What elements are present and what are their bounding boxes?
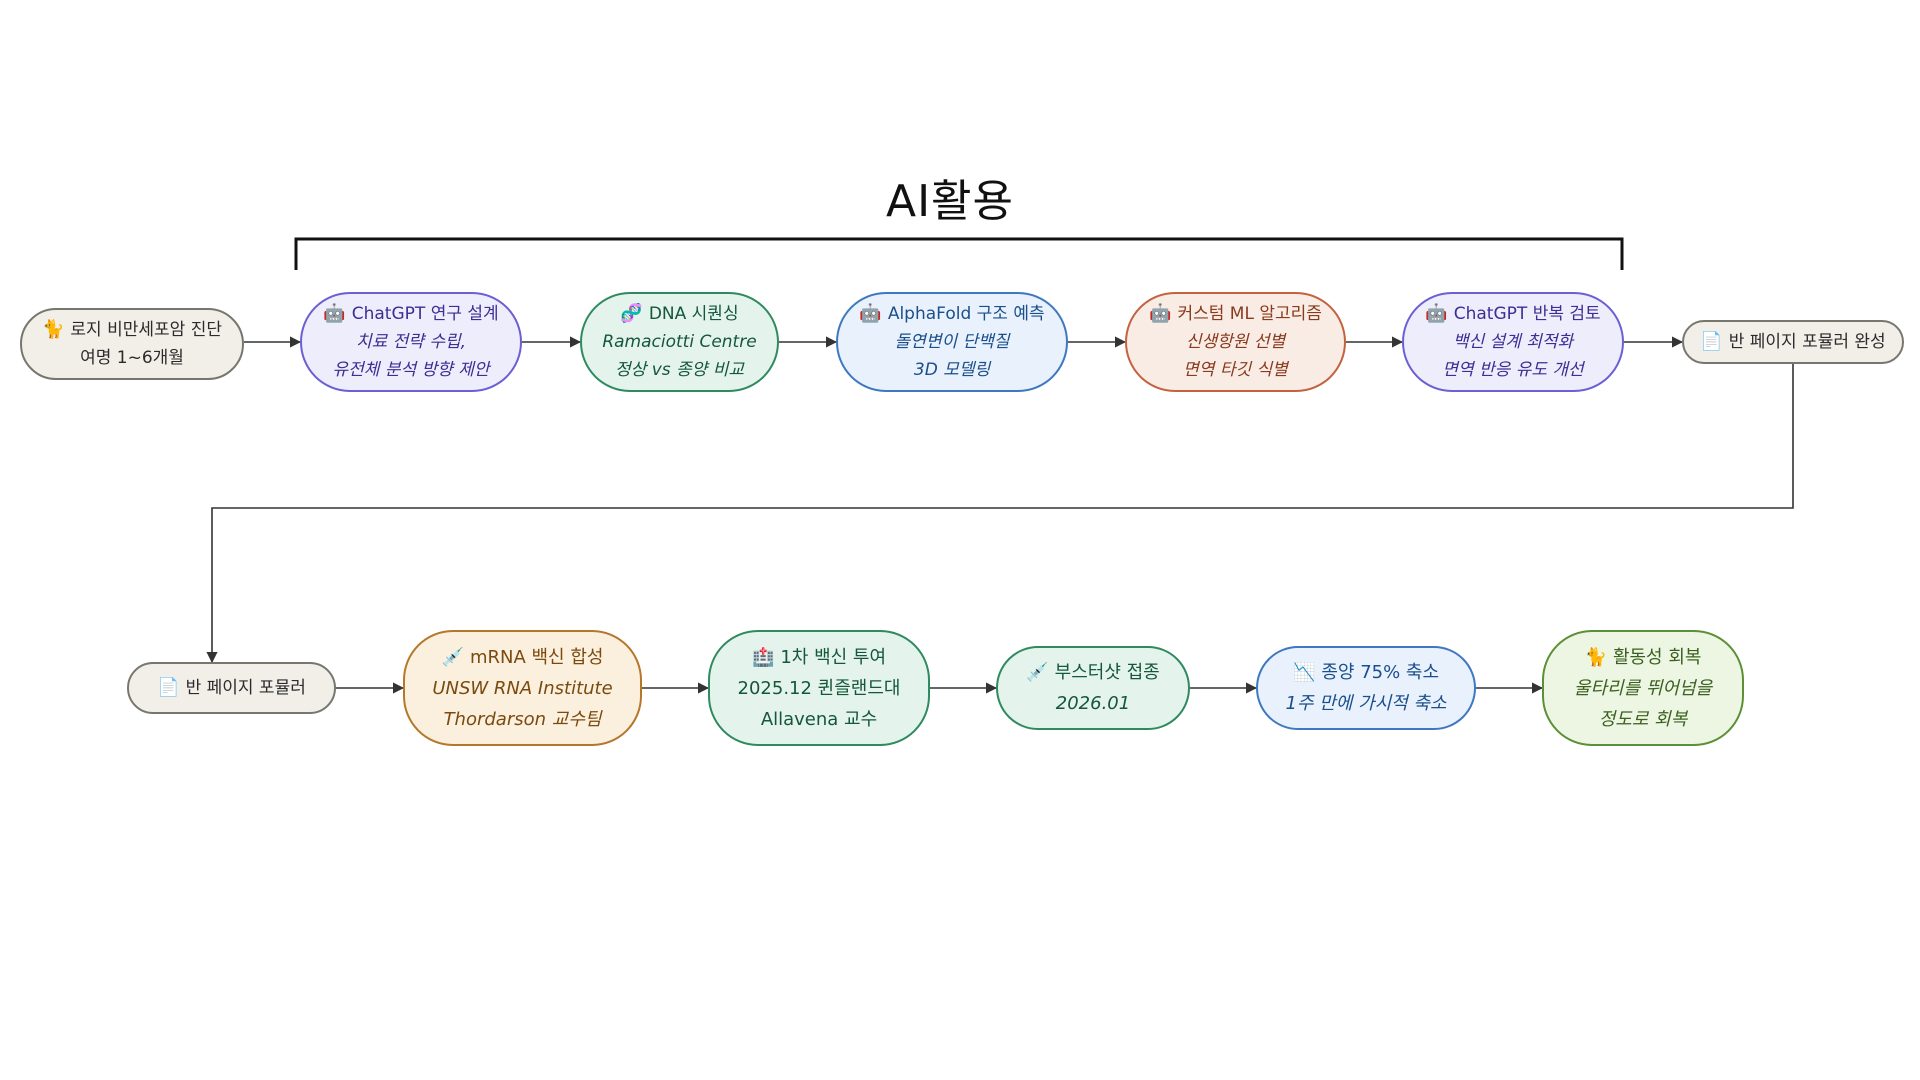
robot-icon: 🤖: [859, 303, 882, 324]
node-formula-complete: 📄반 페이지 포뮬러 완성: [1682, 320, 1904, 364]
syringe-icon: 💉: [1026, 662, 1049, 683]
ai-bracket: [294, 237, 1624, 270]
node-chatgpt-review: 🤖ChatGPT 반복 검토 백신 설계 최적화 면역 반응 유도 개선: [1402, 292, 1624, 392]
node-formula: 📄반 페이지 포뮬러: [127, 662, 336, 714]
document-icon: 📄: [157, 677, 180, 698]
node-custom-ml: 🤖커스텀 ML 알고리즘 신생항원 선별 면역 타깃 식별: [1125, 292, 1346, 392]
node-tumor-shrink: 📉종양 75% 축소 1주 만에 가시적 축소: [1256, 646, 1476, 730]
node-first-dose: 🏥1차 백신 투여 2025.12 퀸즐랜드대 Allavena 교수: [708, 630, 930, 746]
robot-icon: 🤖: [323, 303, 346, 324]
robot-icon: 🤖: [1425, 303, 1448, 324]
node-mrna-synthesis: 💉mRNA 백신 합성 UNSW RNA Institute Thordarso…: [403, 630, 642, 746]
dna-icon: 🧬: [620, 303, 643, 324]
node-booster: 💉부스터샷 접종 2026.01: [996, 646, 1190, 730]
chart-down-icon: 📉: [1292, 662, 1316, 683]
cat-icon: 🐈: [1584, 646, 1607, 668]
syringe-icon: 💉: [441, 646, 464, 668]
cat-icon: 🐈: [42, 319, 65, 340]
node-dna-sequencing: 🧬DNA 시퀀싱 Ramaciotti Centre 정상 vs 종양 비교: [580, 292, 779, 392]
hospital-icon: 🏥: [751, 646, 775, 668]
edge-7-8: [206, 364, 1794, 664]
robot-icon: 🤖: [1149, 303, 1172, 324]
node-diagnosis: 🐈로지 비만세포암 진단 여명 1~6개월: [20, 308, 244, 380]
node-activity-recovery: 🐈활동성 회복 울타리를 뛰어넘을 정도로 회복: [1542, 630, 1744, 746]
ai-usage-title: AI활용: [885, 176, 1015, 227]
node-chatgpt-research-design: 🤖ChatGPT 연구 설계 치료 전략 수립, 유전체 분석 방향 제안: [300, 292, 522, 392]
node-alphafold: 🤖AlphaFold 구조 예측 돌연변이 단백질 3D 모델링: [836, 292, 1068, 392]
document-icon: 📄: [1700, 331, 1723, 352]
